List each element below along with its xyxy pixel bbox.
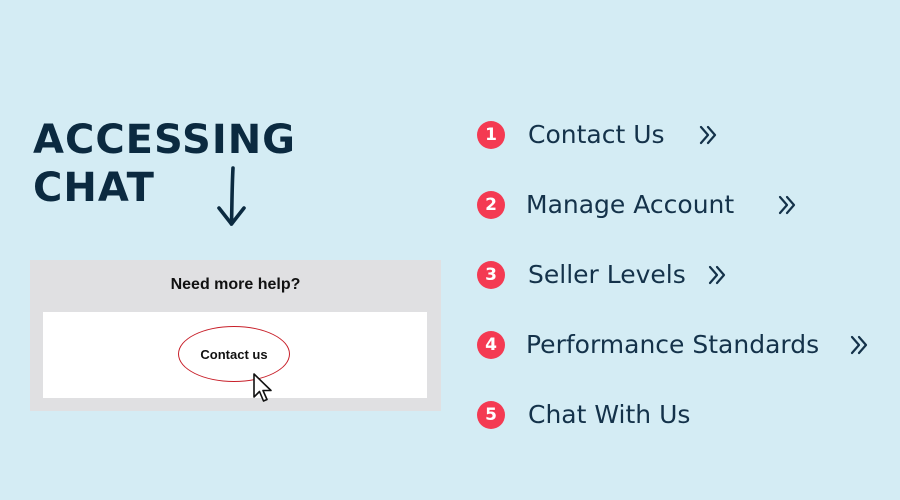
double-chevron-right-icon xyxy=(778,195,796,215)
help-panel: Need more help? Contact us xyxy=(30,260,441,411)
double-chevron-right-icon xyxy=(699,125,717,145)
step-label: Chat With Us xyxy=(528,400,691,429)
double-chevron-right-icon xyxy=(850,335,868,355)
down-arrow-icon xyxy=(217,166,246,226)
step-number-badge: 3 xyxy=(477,261,505,289)
step-number-badge: 5 xyxy=(477,401,505,429)
step-label: Performance Standards xyxy=(526,330,820,359)
step-number-badge: 4 xyxy=(477,331,505,359)
title-line-1: ACCESSING xyxy=(33,117,297,163)
help-heading: Need more help? xyxy=(170,276,301,293)
page-title: ACCESSING CHAT xyxy=(33,116,296,212)
help-card: Contact us xyxy=(43,312,427,402)
mouse-pointer-icon xyxy=(253,373,272,402)
step-number-badge: 2 xyxy=(477,191,505,219)
step-label: Contact Us xyxy=(528,120,665,149)
step-label: Manage Account xyxy=(526,190,735,219)
step-number-badge: 1 xyxy=(477,121,505,149)
step-label: Seller Levels xyxy=(528,260,686,289)
contact-us-button[interactable]: Contact us xyxy=(178,326,290,382)
double-chevron-right-icon xyxy=(708,265,726,285)
title-line-2: CHAT xyxy=(33,165,155,211)
